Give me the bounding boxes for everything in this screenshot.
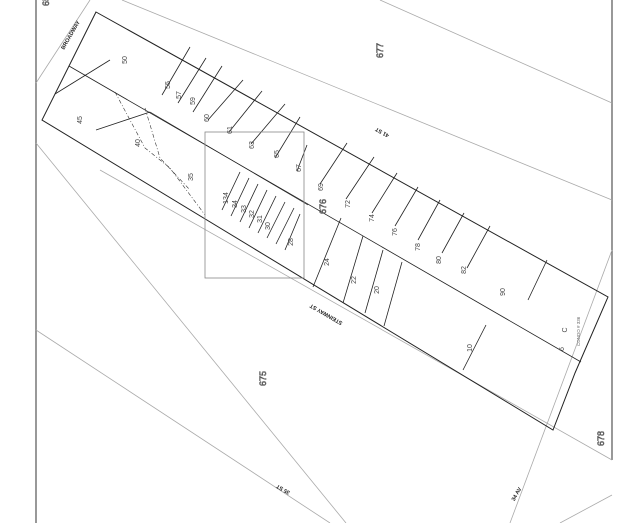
lot-line — [319, 142, 348, 185]
block-label-main[interactable]: 676 — [318, 199, 329, 215]
lot-line — [466, 225, 491, 269]
lot-line — [192, 65, 223, 113]
lot-line — [527, 259, 548, 301]
lot-label-C[interactable]: C — [562, 327, 569, 332]
street-label-34-av: 34 AV — [511, 486, 524, 502]
block-label-south[interactable]: 675 — [258, 371, 269, 387]
block-676-outline[interactable] — [41, 11, 609, 431]
lot-line — [462, 324, 487, 371]
lot-line — [383, 261, 403, 327]
street-lines — [35, 0, 613, 523]
lot-label-60[interactable]: 60 — [204, 114, 211, 122]
lot-line — [284, 213, 301, 251]
condo-label: CONDO # 336 — [576, 316, 581, 346]
lot-line — [228, 90, 263, 133]
lot-line — [250, 103, 286, 145]
lot-midline — [68, 65, 582, 363]
lot-line — [266, 201, 286, 239]
lot-line — [441, 212, 465, 254]
street-label-41-st: 41 ST — [374, 125, 390, 138]
lot-label-33[interactable]: 33 — [241, 205, 248, 213]
lot-label-45[interactable]: 45 — [77, 116, 84, 124]
inset-frame[interactable] — [204, 131, 305, 279]
lot-line — [248, 189, 268, 229]
lot-line — [364, 249, 384, 314]
lot-line — [394, 186, 419, 227]
lot-line — [161, 46, 191, 96]
lot-line — [296, 144, 308, 172]
lot-label-34[interactable]: 34 — [232, 200, 239, 208]
lot-line — [230, 177, 250, 217]
lot-label-80[interactable]: 80 — [436, 256, 443, 264]
lot-label-6[interactable]: 6 — [559, 347, 566, 351]
lot-label-57[interactable]: 57 — [176, 91, 183, 99]
lot-lines — [54, 46, 548, 371]
lot-line — [221, 171, 241, 211]
lot-label-134[interactable]: 134 — [223, 192, 230, 204]
lot-line — [342, 235, 364, 304]
lot-label-28[interactable]: 28 — [288, 238, 295, 246]
lot-labels: 50 45 40 35 55 57 59 60 61 63 65 67 69 72 74 76 78 80 82 90… — [77, 56, 569, 352]
lot-line — [257, 195, 277, 234]
block-label-north[interactable]: 677 — [375, 43, 386, 59]
lot-label-35[interactable]: 35 — [188, 173, 195, 181]
lot-label-90[interactable]: 90 — [500, 288, 507, 296]
lot-label-22[interactable]: 22 — [351, 276, 358, 284]
lot-label-40[interactable]: 40 — [135, 139, 142, 147]
lot-line — [275, 207, 295, 245]
lot-label-32[interactable]: 32 — [249, 210, 256, 218]
lot-line — [371, 172, 398, 214]
lot-line — [95, 111, 151, 131]
lot-line — [54, 59, 111, 95]
lot-label-82[interactable]: 82 — [461, 266, 468, 274]
lot-line — [417, 199, 441, 241]
block-label-corner[interactable]: 65 — [41, 0, 52, 6]
lot-label-59[interactable]: 59 — [190, 97, 197, 105]
lot-line — [345, 156, 375, 200]
lot-label-31[interactable]: 31 — [257, 215, 264, 223]
lot-label-76[interactable]: 76 — [392, 228, 399, 236]
lot-label-20[interactable]: 20 — [374, 286, 381, 294]
lot-label-72[interactable]: 72 — [345, 200, 352, 208]
street-label-35-st: 35 ST — [275, 482, 291, 495]
lot-midline-2 — [149, 111, 309, 206]
lot-label-10[interactable]: 10 — [467, 344, 474, 352]
lot-label-69[interactable]: 69 — [318, 183, 325, 191]
lot-label-67[interactable]: 67 — [296, 164, 303, 172]
lot-label-55[interactable]: 55 — [165, 81, 172, 89]
lot-label-63[interactable]: 63 — [249, 141, 256, 149]
lot-line — [274, 116, 301, 159]
lot-line — [177, 57, 207, 104]
lot-label-24[interactable]: 24 — [324, 258, 331, 266]
lot-label-78[interactable]: 78 — [415, 243, 422, 251]
lot-label-61[interactable]: 61 — [227, 126, 234, 134]
block-label-east[interactable]: 678 — [596, 431, 607, 447]
lot-label-74[interactable]: 74 — [369, 214, 376, 222]
lot-label-50[interactable]: 50 — [122, 56, 129, 64]
lot-line — [312, 217, 342, 288]
lot-label-30[interactable]: 30 — [265, 222, 272, 230]
lot-label-65[interactable]: 65 — [274, 150, 281, 158]
tie-line — [114, 91, 206, 216]
tie-line-2 — [144, 107, 191, 191]
lot-line — [239, 183, 259, 223]
lot-line — [207, 79, 244, 121]
